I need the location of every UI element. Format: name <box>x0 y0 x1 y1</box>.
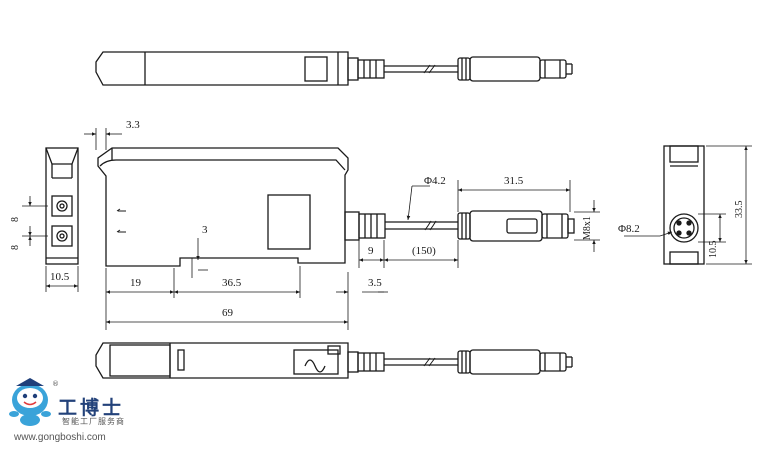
dim-69: 69 <box>222 307 234 319</box>
dim-3-5: 3.5 <box>368 277 382 289</box>
dim-m8x1: M8x1 <box>582 216 593 240</box>
dim-phi-4-2: Φ4.2 <box>424 175 446 187</box>
dim-33-5: 33.5 <box>734 201 745 219</box>
logo-title: 工博士 <box>58 397 125 419</box>
left-end-view <box>45 147 79 265</box>
dim-10-5-left: 10.5 <box>50 271 70 283</box>
bottom-view <box>95 342 573 379</box>
dim-phi-8-2: Φ8.2 <box>618 223 640 235</box>
dim-3-3: 3.3 <box>126 119 140 131</box>
top-view <box>95 51 573 86</box>
right-end-view <box>663 145 705 265</box>
dim-150: (150) <box>412 245 436 257</box>
logo-url: www.gongboshi.com <box>14 432 106 443</box>
registered-mark: ® <box>52 380 59 388</box>
dim-36-5: 36.5 <box>222 277 242 289</box>
mascot-logo-icon <box>9 378 51 426</box>
dim-19: 19 <box>130 277 142 289</box>
logo-subtitle: 智能工厂服务商 <box>62 417 125 426</box>
front-view <box>97 147 575 267</box>
dim-9: 9 <box>368 245 374 257</box>
dim-8-upper: 8 <box>10 217 21 222</box>
dimension-lines <box>22 128 752 330</box>
dim-3: 3 <box>202 224 208 236</box>
dim-8-lower: 8 <box>10 245 21 250</box>
dim-31-5: 31.5 <box>504 175 524 187</box>
dim-10-5-right: 10.5 <box>708 241 719 259</box>
